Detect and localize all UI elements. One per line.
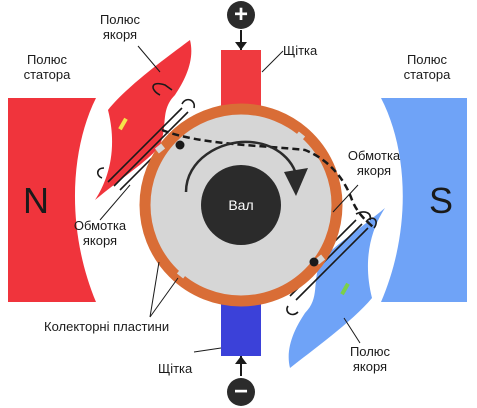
label-shaft: Вал <box>228 197 254 213</box>
terminal-minus <box>227 378 255 406</box>
brush-bottom <box>221 298 261 356</box>
label-brush-bottom: Щітка <box>158 361 193 376</box>
plus-lead-arrow <box>235 42 247 50</box>
label-pole-s: S <box>428 180 453 221</box>
armature-pole-top-highlight <box>118 117 128 131</box>
commutator-ring <box>139 103 343 307</box>
label-pole-n: N <box>23 180 49 221</box>
armature-pole-top <box>95 40 192 200</box>
armature-pole-bottom <box>288 208 385 368</box>
rotation-arrow-head <box>284 168 308 196</box>
commutator-gap-3 <box>294 131 306 142</box>
label-armature-winding-right: Обмотка якоря <box>347 148 401 178</box>
commutator-gap-4 <box>176 268 188 279</box>
minus-lead-arrow <box>235 356 247 364</box>
commutator-gap-1 <box>154 143 166 154</box>
label-armature-winding-left: Обмотка якоря <box>73 218 127 248</box>
rotation-arrow <box>184 140 300 193</box>
terminal-plus-sign: + <box>233 1 248 28</box>
label-armature-pole-top: Полюс якоря <box>99 12 141 42</box>
contact-dot-top <box>175 140 185 150</box>
brush-top <box>221 50 261 112</box>
terminal-minus-sign: − <box>233 378 248 405</box>
terminal-plus <box>227 1 255 29</box>
label-commutator-plates: Колекторні пластини <box>44 319 170 334</box>
label-brush-top: Щітка <box>283 43 318 58</box>
label-stator-pole-left: Полюс статора <box>23 52 71 82</box>
label-stator-pole-right: Полюс статора <box>403 52 451 82</box>
stator-pole-north <box>8 98 96 302</box>
winding-wire <box>161 128 375 229</box>
contact-dot-bottom <box>309 257 319 267</box>
stator-pole-south <box>381 98 467 302</box>
commutator-gap-2 <box>314 254 326 265</box>
armature-pole-bottom-highlight <box>340 282 350 296</box>
shaft <box>201 165 281 245</box>
leader-lines <box>99 45 361 353</box>
label-armature-pole-bottom: Полюс якоря <box>349 344 391 374</box>
